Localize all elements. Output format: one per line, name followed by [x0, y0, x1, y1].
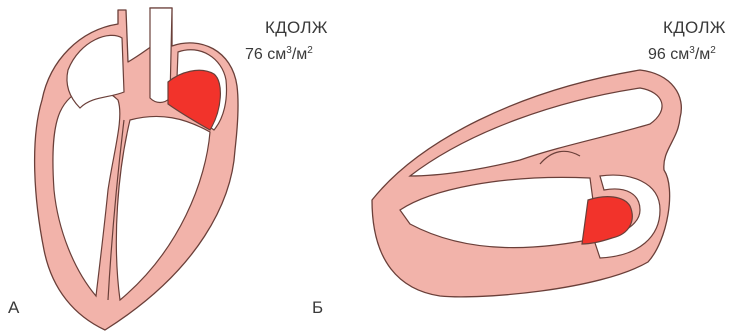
panel-a-value-label: 76 см3/м2: [245, 45, 313, 64]
panel-b-value-label: 96 см3/м2: [648, 45, 716, 64]
panel-b-unit-sup2: 2: [710, 45, 716, 56]
heart-b: [372, 70, 681, 297]
panel-b-unit-sep: /м: [695, 46, 710, 63]
panel-a-unit-sup2: 2: [307, 45, 313, 56]
panel-a-unit-base: см: [267, 46, 286, 63]
panel-b-letter: Б: [312, 298, 323, 318]
panel-b-value: 96: [648, 46, 666, 63]
panel-a-letter: А: [8, 298, 19, 318]
panel-b-unit-base: см: [670, 46, 689, 63]
heart-a: [35, 8, 238, 330]
panel-b-metric-label: КДОЛЖ: [663, 18, 726, 38]
panel-a-metric-label: КДОЛЖ: [265, 18, 328, 38]
panel-a-unit-sep: /м: [292, 46, 307, 63]
panel-a-value: 76: [245, 46, 263, 63]
